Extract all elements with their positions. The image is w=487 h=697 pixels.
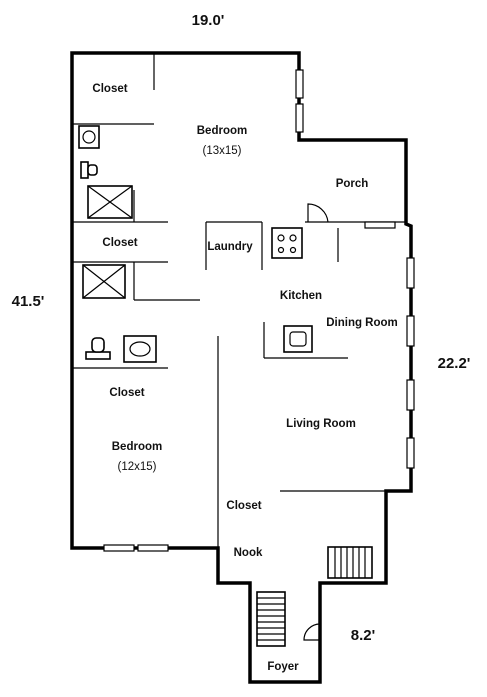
dining-room-label: Dining Room xyxy=(326,317,398,329)
window-icon xyxy=(295,69,304,99)
window-icon xyxy=(406,257,415,289)
dimension-labels: 19.0' 41.5' 22.2' 8.2' xyxy=(12,12,471,644)
closet-mid-label: Closet xyxy=(102,237,137,249)
dimension-right: 22.2' xyxy=(438,355,471,372)
exterior-walls xyxy=(70,51,413,684)
upper-bath-fixtures xyxy=(78,125,133,219)
kitchen-fixtures xyxy=(271,227,313,353)
foyer-label: Foyer xyxy=(267,661,299,673)
dimension-bottom: 8.2' xyxy=(351,627,375,644)
closet-nook-label: Closet xyxy=(226,500,261,512)
stairs-icon xyxy=(256,591,286,647)
window-icon xyxy=(103,544,135,552)
windows xyxy=(103,69,415,552)
laundry-label: Laundry xyxy=(207,241,253,253)
window-icon xyxy=(406,379,415,411)
dimension-top: 19.0' xyxy=(192,12,225,29)
stairs-icon xyxy=(327,546,373,579)
shower-icon xyxy=(87,185,133,219)
room-labels: Closet Bedroom (13x15) Porch Closet Laun… xyxy=(92,83,397,673)
bedroom-bottom-size: (12x15) xyxy=(118,461,157,473)
sink-icon xyxy=(283,325,313,353)
living-room-label: Living Room xyxy=(286,418,356,430)
window-icon xyxy=(295,103,304,133)
porch-label: Porch xyxy=(336,178,369,190)
toilet-icon xyxy=(85,337,111,360)
doors xyxy=(303,203,329,641)
sink-icon xyxy=(78,125,100,149)
window-icon xyxy=(406,315,415,347)
closet-lower-label: Closet xyxy=(109,387,144,399)
stairs xyxy=(256,546,373,647)
bedroom-bottom-label: Bedroom xyxy=(112,441,162,453)
nook-label: Nook xyxy=(234,547,263,559)
door-icon xyxy=(303,623,321,641)
toilet-icon xyxy=(80,161,98,179)
bedroom-top-size: (13x15) xyxy=(203,145,242,157)
bedroom-top-label: Bedroom xyxy=(197,125,247,137)
kitchen-label: Kitchen xyxy=(280,290,322,302)
window-icon xyxy=(364,221,396,229)
sink-icon xyxy=(123,335,157,363)
lower-bath-fixtures xyxy=(82,264,157,363)
closet-top-label: Closet xyxy=(92,83,127,95)
stove-icon xyxy=(271,227,303,259)
dimension-left: 41.5' xyxy=(12,293,45,310)
shower-icon xyxy=(82,264,126,299)
door-icon xyxy=(307,203,329,223)
window-icon xyxy=(137,544,169,552)
window-icon xyxy=(406,437,415,469)
